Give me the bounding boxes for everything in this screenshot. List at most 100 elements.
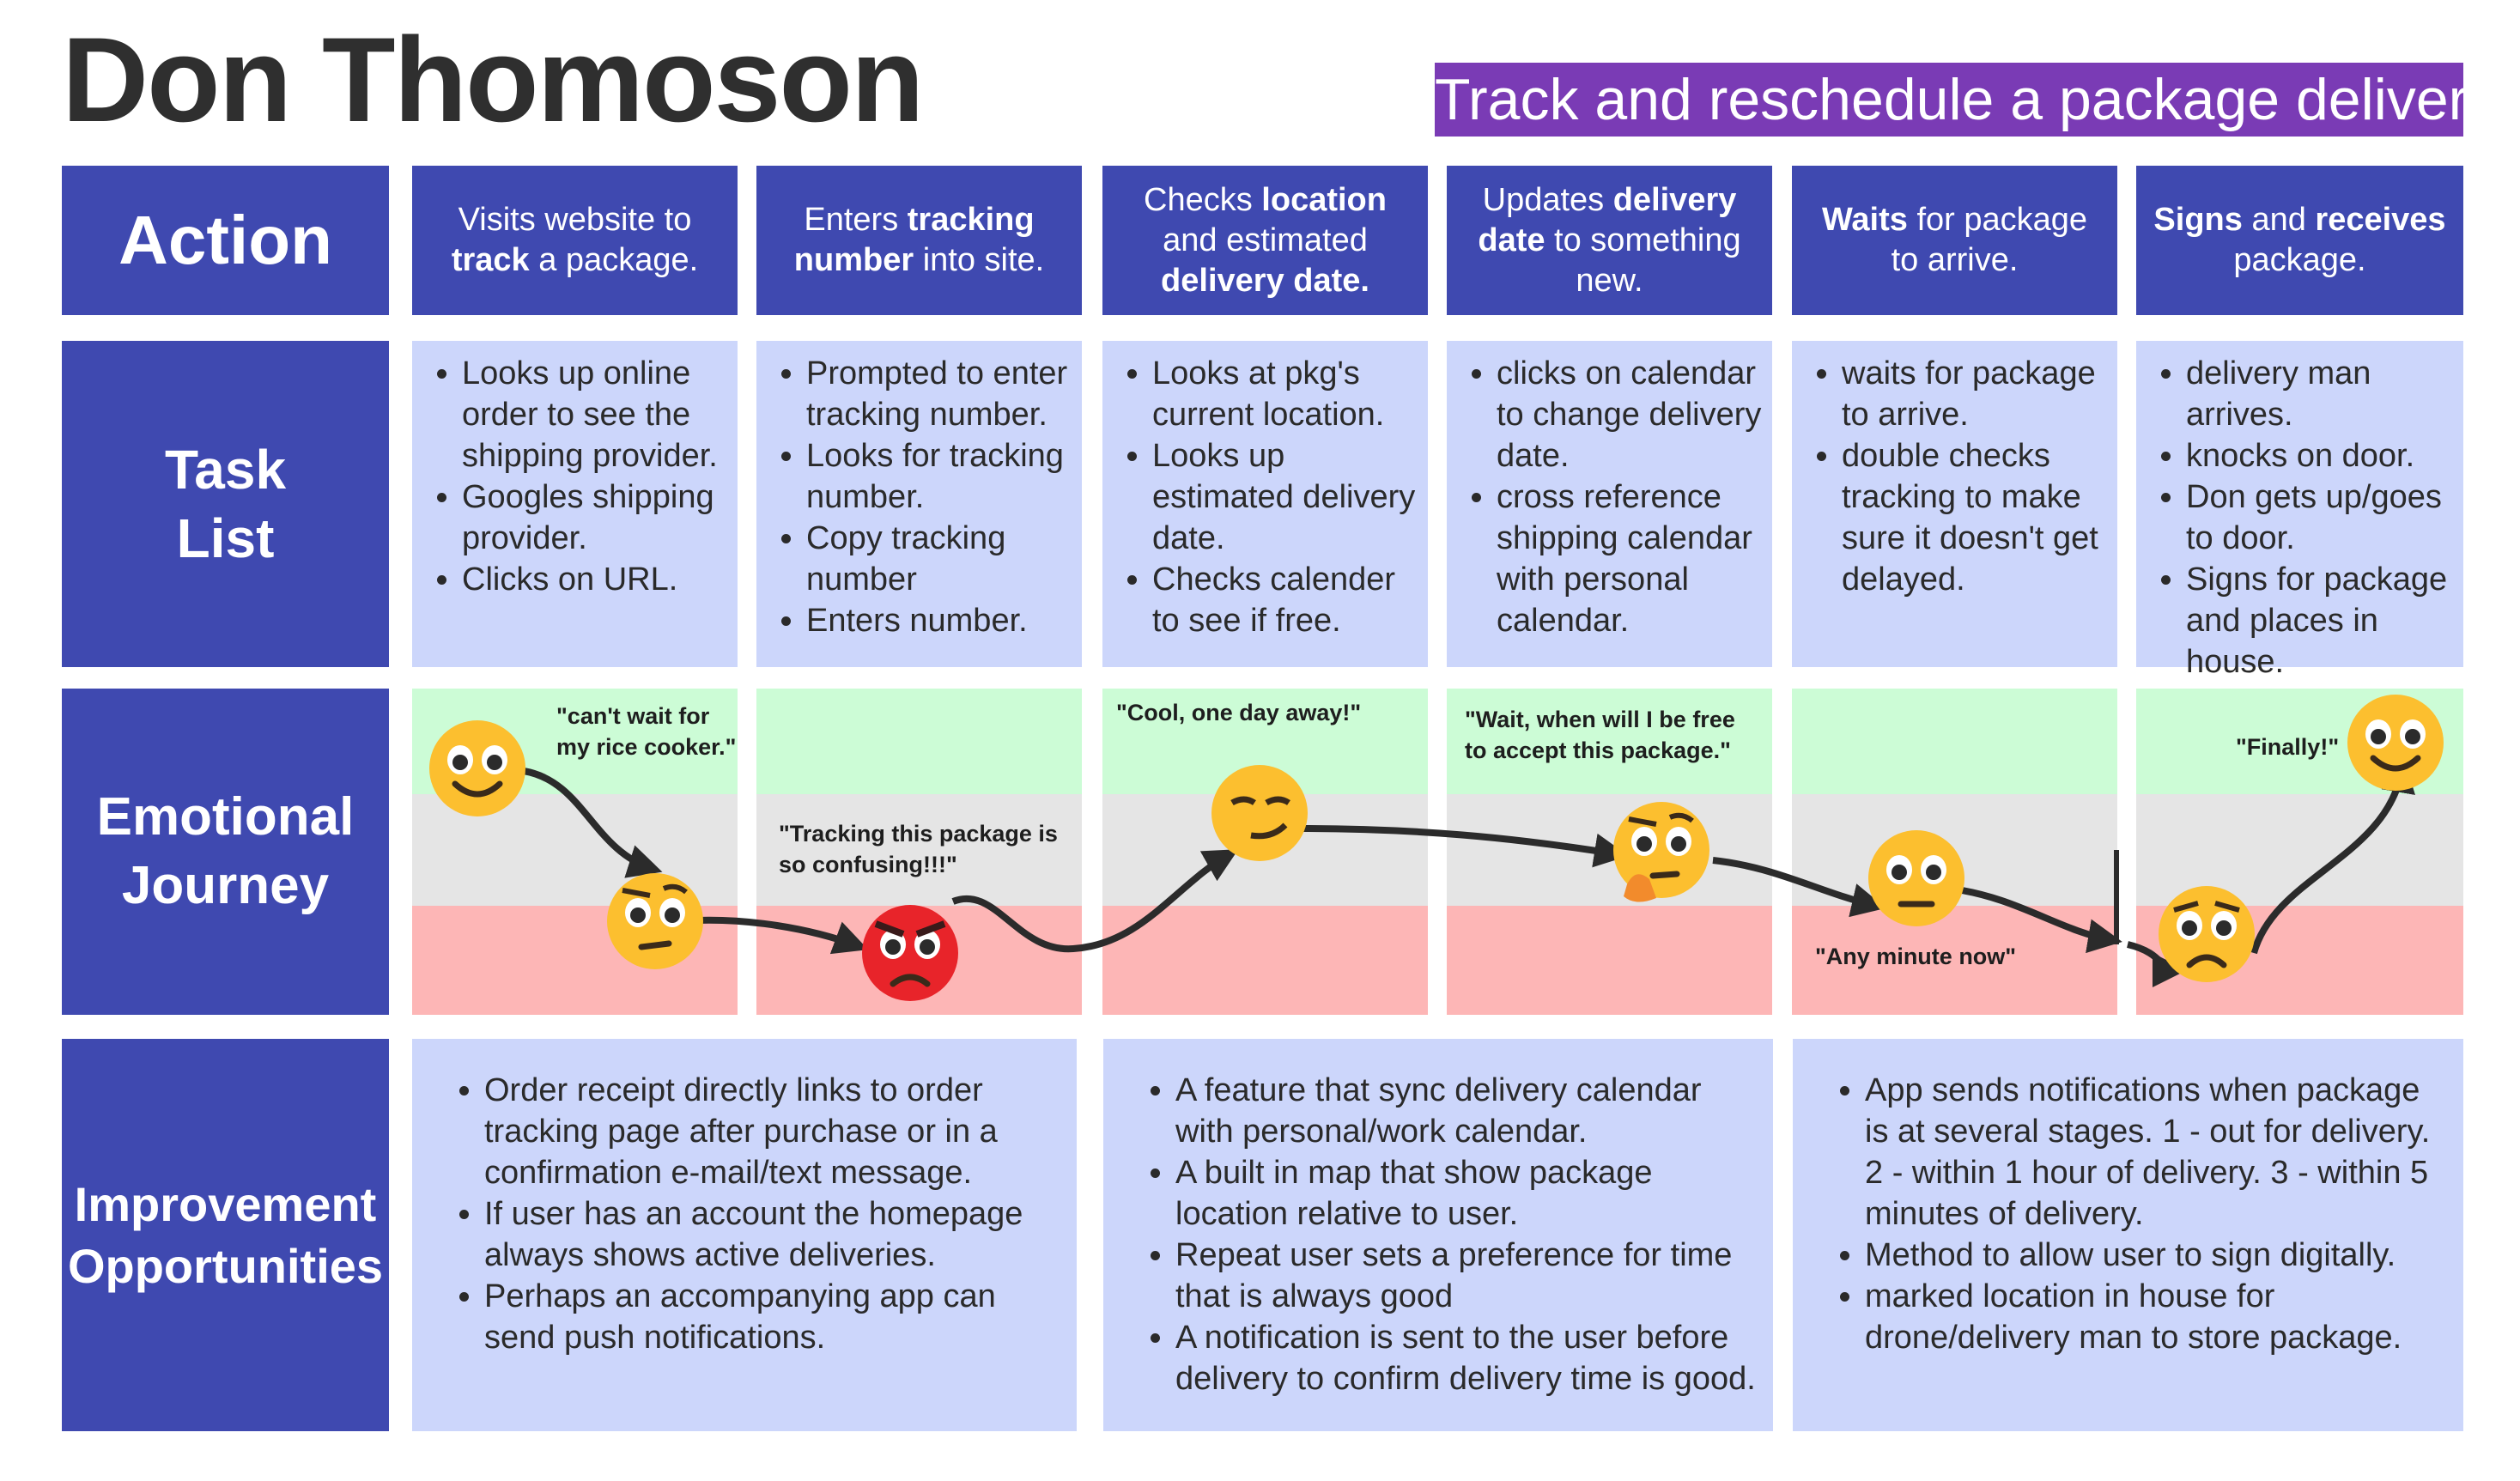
action-cell: Checks location and estimated delivery d… [1102,166,1428,315]
task-item: waits for package to arrive. [1842,353,2109,435]
action-text-part: to something new. [1545,222,1741,299]
action-text: Signs and receives package. [2148,200,2451,281]
emotion-quote: "Tracking this package is so confusing!!… [779,821,1058,877]
journey-path [951,849,1239,953]
action-text-part: Updates [1482,181,1613,218]
task-list: clicks on calendar to change delivery da… [1455,353,1764,641]
neutral-face-icon [1868,830,1964,926]
task-list: Prompted to enter tracking number.Looks … [765,353,1073,641]
task-list: delivery man arrives.knocks on door.Don … [2145,353,2455,683]
action-text-part: track [451,242,530,278]
task-item: delivery man arrives. [2186,353,2455,435]
row-header-task-list: Task List [62,341,389,667]
action-text-part: Waits [1821,202,1908,238]
journey-path [1950,885,2122,954]
task-item: cross reference shipping calendar with p… [1497,476,1764,641]
task-item: Copy tracking number [806,518,1073,600]
task-cell: Looks up online order to see the shippin… [412,341,738,667]
band-positive [756,689,1082,794]
opportunity-item: marked location in house for drone/deliv… [1865,1276,2446,1358]
action-text-part: Enters [804,202,908,238]
opportunity-item: A feature that sync delivery calendar wi… [1175,1070,1756,1152]
band-positive [1792,689,2117,794]
task-cell: waits for package to arrive.double check… [1792,341,2117,667]
row-header-emotion-line: Emotional [96,787,355,847]
emotion-quote: "can't wait for my rice cooker." [556,703,737,760]
action-text-part: package. [2233,242,2366,278]
band-positive [1447,689,1772,794]
task-item: Enters number. [806,600,1073,641]
action-text-part: location [1261,181,1387,218]
opportunity-item: Repeat user sets a preference for time t… [1175,1235,1756,1317]
action-text-part: delivery date [1478,181,1737,258]
worried-face-icon [2159,886,2255,982]
emotion-quote: "Wait, when will I be free to accept thi… [1465,707,1735,763]
row-header-task-line: List [176,507,275,569]
task-list: waits for package to arrive.double check… [1800,353,2109,600]
task-item: Looks at pkg's current location. [1152,353,1419,435]
action-text-part: a package. [529,242,699,278]
opportunity-list: App sends notifications when package is … [1824,1070,2446,1358]
opportunity-item: Method to allow user to sign digitally. [1865,1235,2446,1276]
task-item: double checks tracking to make sure it d… [1842,435,2109,600]
happy-face-icon [2347,695,2444,791]
happy-face-icon [429,720,525,816]
task-item: Looks up online order to see the shippin… [462,353,729,476]
row-header-improvement: Improvement Opportunities [62,1039,389,1431]
action-text-part: and estimated [1163,222,1368,258]
opportunity-cell: App sends notifications when package is … [1793,1039,2463,1431]
opportunity-item: If user has an account the homepage alwa… [484,1193,1060,1276]
action-text: Updates delivery date to something new. [1459,180,1760,301]
journey-path [695,916,869,955]
emotion-quote: "Any minute now" [1815,944,2017,969]
action-cell: Enters tracking number into site. [756,166,1082,315]
action-cell: Updates delivery date to something new. [1447,166,1772,315]
emotion-quote: "Cool, one day away!" [1116,700,1362,725]
band-negative [1447,906,1772,1015]
band-neutral [756,794,1082,906]
action-text-part: Signs [2153,202,2243,238]
row-header-action: Action [62,166,389,315]
opportunity-item: App sends notifications when package is … [1865,1070,2446,1235]
task-cell: Prompted to enter tracking number.Looks … [756,341,1082,667]
row-header-action-label: Action [118,202,332,278]
action-text: Enters tracking number into site. [768,200,1070,281]
task-item: clicks on calendar to change delivery da… [1497,353,1764,476]
opportunity-cell: A feature that sync delivery calendar wi… [1103,1039,1773,1431]
action-text-part: tracking number [793,202,1035,278]
journey-path [2250,758,2415,955]
emotion-quote: "Finally!" [2236,734,2340,760]
action-text-part: for package to arrive. [1891,202,2088,278]
task-item: Don gets up/goes to door. [2186,476,2455,559]
task-item: Looks for tracking number. [806,435,1073,518]
opportunity-item: A notification is sent to the user befor… [1175,1317,1756,1399]
task-cell: Looks at pkg's current location.Looks up… [1102,341,1428,667]
action-cell: Visits website to track a package. [412,166,738,315]
opportunity-list: Order receipt directly links to order tr… [443,1070,1060,1358]
thinking-face-icon [1613,802,1709,902]
action-text-part: Checks [1144,181,1262,218]
row-header-emotion-line: Journey [121,856,330,915]
action-text: Waits for package to arrive. [1804,200,2105,281]
opportunity-item: Perhaps an accompanying app can send pus… [484,1276,1060,1358]
task-item: knocks on door. [2186,435,2455,476]
task-list: Looks up online order to see the shippin… [421,353,729,600]
opportunity-item: Order receipt directly links to order tr… [484,1070,1060,1193]
task-item: Signs for package and places in house. [2186,559,2455,683]
task-item: Prompted to enter tracking number. [806,353,1073,435]
journey-path [523,768,663,878]
action-text-part: delivery date. [1161,262,1369,299]
task-item: Looks up estimated delivery date. [1152,435,1419,559]
action-text-part: Visits website to [458,202,692,238]
row-header-improvement-line: Improvement [74,1176,377,1231]
opportunity-cell: Order receipt directly links to order tr… [412,1039,1077,1431]
journey-path [1712,857,1886,918]
task-item: Googles shipping provider. [462,476,729,559]
task-cell: clicks on calendar to change delivery da… [1447,341,1772,667]
unsure-face-icon [607,873,703,969]
goal-banner: Track and reschedule a package delivery. [1435,63,2509,137]
action-text-part: receives [2315,202,2446,238]
opportunity-item: A built in map that show package locatio… [1175,1152,1756,1235]
row-header-emotional-journey: Emotional Journey [62,689,389,1015]
